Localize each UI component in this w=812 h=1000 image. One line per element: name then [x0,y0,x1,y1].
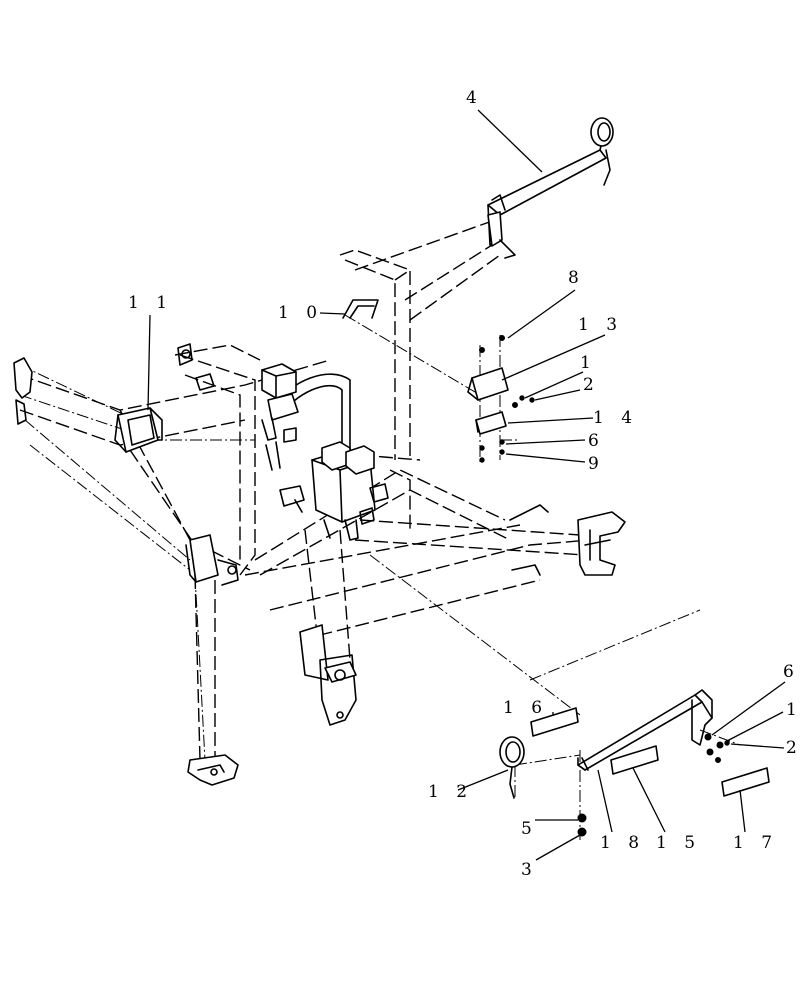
main-frame-phantom [19,219,591,761]
callout-14: 1 4 [593,408,638,428]
callout-1-lower: 1 [786,700,803,720]
leader-lines [147,109,786,861]
upper-hitch-bracket [177,343,215,391]
u-bolt [342,299,379,319]
callout-11: 1 1 [128,293,173,313]
callout-10: 1 0 [278,303,323,323]
tongue-jack [299,624,357,726]
callout-1-upper: 1 [580,353,597,373]
callout-9: 9 [588,454,605,474]
reflector-lower [499,736,525,799]
left-end-bracket [13,357,33,425]
clamp-plate [475,411,507,435]
frame-foot [187,754,239,786]
assembly-center-lines [19,314,741,840]
callout-15-text: 1 5 [656,833,701,853]
hydraulic-valve-assembly [261,363,389,541]
mount-bracket [467,367,509,401]
callout-8: 8 [568,268,585,288]
callout-6-lower: 6 [783,662,800,682]
reflector-upper [590,117,614,186]
light-arm-lower [577,689,713,771]
decals [530,707,770,797]
callout-17: 1 7 [733,833,778,853]
callout-16: 1 6 [503,698,548,718]
callout-13: 1 3 [578,315,623,335]
callout-2-lower: 2 [786,738,803,758]
callout-3: 3 [521,860,538,880]
callout-18: 1 8 [600,833,645,853]
callout-labels: 4 1 1 1 0 8 1 3 1 2 1 4 6 9 6 1 2 1 6 1 … [128,88,803,880]
callout-4: 4 [466,88,483,108]
coupler-bracket [114,407,163,453]
hardware-nuts-upper [479,335,535,463]
lower-coupler-bracket [185,534,239,586]
callout-2-upper: 2 [583,375,600,395]
light-arm-upper [487,129,607,259]
callout-5: 5 [521,819,538,839]
callout-6-upper: 6 [588,431,605,451]
callout-12: 1 2 [428,782,473,802]
hitch-clevis [509,504,626,576]
